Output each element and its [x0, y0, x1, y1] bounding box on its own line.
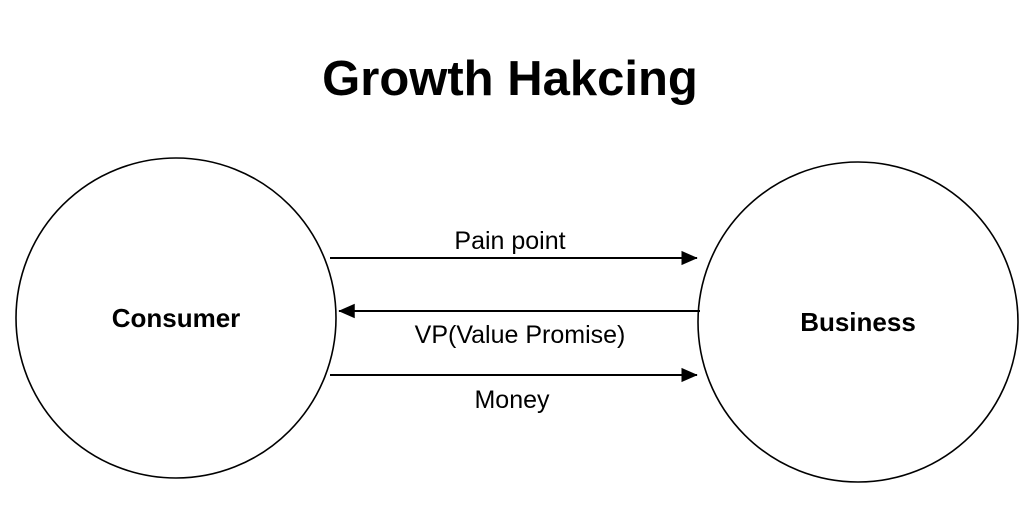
consumer-label: Consumer [112, 303, 241, 333]
business-circle[interactable] [697, 161, 1019, 483]
value-promise-label: VP(Value Promise) [415, 321, 626, 349]
node-business[interactable]: Business [697, 161, 1019, 483]
node-consumer[interactable]: Consumer [15, 157, 337, 479]
consumer-circle[interactable] [15, 157, 337, 479]
edge-pain-point: Pain point [330, 227, 698, 266]
page-title: Growth Hakcing [322, 52, 698, 106]
money-label: Money [474, 386, 550, 414]
edge-money: Money [330, 367, 698, 414]
edge-value-promise: VP(Value Promise) [338, 303, 700, 349]
pain-point-label: Pain point [454, 227, 565, 255]
business-label: Business [800, 307, 916, 337]
